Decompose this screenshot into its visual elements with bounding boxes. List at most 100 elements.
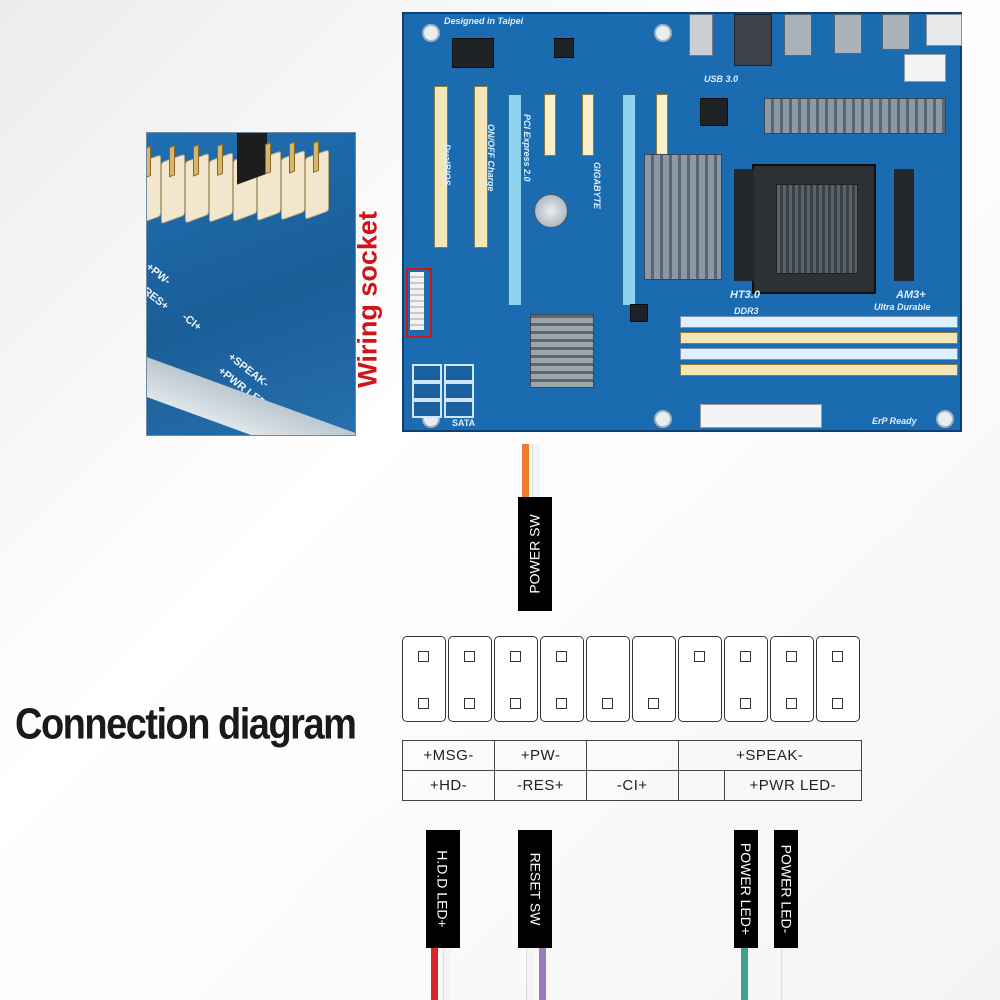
reset-sw-wire-purple <box>539 948 546 1000</box>
pin-column <box>770 636 814 722</box>
motherboard-image: Designed in Taipei USB 3.0 DualBIOS PCI … <box>402 12 962 432</box>
hdd-led-wire-white <box>443 948 451 1000</box>
pin-square <box>556 698 567 709</box>
header-closeup-image: +PW- -RES+ -CI+ +SPEAK- +PWR LED- <box>146 132 356 436</box>
pin-label-res: -RES+ <box>494 770 587 801</box>
pcie-x16-slot <box>622 94 636 306</box>
sata-port <box>412 400 442 418</box>
reset-sw-label: RESET SW <box>527 852 543 926</box>
cmos-battery <box>534 194 568 228</box>
pin-square <box>556 651 567 662</box>
io-port <box>882 14 910 50</box>
gigabyte-label: GIGABYTE <box>592 162 602 210</box>
socket-label: AM3+ <box>896 289 926 301</box>
sata-port <box>444 382 474 400</box>
dimm-slot <box>680 316 958 328</box>
pin-square <box>464 698 475 709</box>
wiring-socket-label: Wiring socket <box>352 211 383 388</box>
pin-square <box>648 698 659 709</box>
designed-in-label: Designed in Taipei <box>444 16 524 26</box>
pin-square <box>418 698 429 709</box>
pin-square <box>602 698 613 709</box>
cooler-bracket <box>734 169 754 281</box>
pin-square <box>464 651 475 662</box>
cooler-bracket <box>894 169 914 281</box>
pin-label-empty <box>585 740 679 771</box>
pcie-x1-slot <box>656 94 668 156</box>
pin-column <box>678 636 722 722</box>
pcie-x1-slot <box>544 94 556 156</box>
mount-hole <box>936 410 954 428</box>
pin-label-msg: +MSG- <box>401 740 496 771</box>
pin-column <box>586 636 630 722</box>
power-led-minus-connector: POWER LED- <box>774 830 798 948</box>
mount-hole <box>654 410 672 428</box>
pci-slot <box>434 86 448 248</box>
pin <box>289 141 295 174</box>
pin <box>169 145 175 178</box>
pin-square <box>694 651 705 662</box>
front-panel-pin-grid <box>402 636 862 722</box>
sata-port <box>444 364 474 382</box>
power-led-plus-label: POWER LED+ <box>738 842 755 936</box>
hdd-led-label: H.D.D LED+ <box>435 850 452 928</box>
pin-column <box>494 636 538 722</box>
io-port <box>834 14 862 54</box>
power-led-plus-connector: POWER LED+ <box>734 830 758 948</box>
sata-port <box>412 382 442 400</box>
ht-label: HT3.0 <box>730 289 760 301</box>
pin-assignment-table: +MSG- +PW- +SPEAK- +HD- -RES+ -CI+ +PWR … <box>401 740 863 801</box>
reset-sw-connector: RESET SW <box>518 830 552 948</box>
pin-label-hd: +HD- <box>401 770 496 801</box>
power-sw-wire-white <box>532 444 540 499</box>
pin-label-blank <box>677 770 725 801</box>
pin-table-row-bottom: +HD- -RES+ -CI+ +PWR LED- <box>401 770 863 801</box>
pin-column <box>632 636 676 722</box>
atx-24pin <box>700 404 822 428</box>
northbridge-heatsink <box>644 154 722 280</box>
pin-table-row-top: +MSG- +PW- +SPEAK- <box>401 740 863 771</box>
pin-square <box>740 698 751 709</box>
pin-square <box>832 698 843 709</box>
power-sw-connector: POWER SW <box>518 497 552 611</box>
pcie-label: PCI Express 2.0 <box>522 114 532 182</box>
power-led-minus-wire-white <box>781 948 789 1000</box>
io-port <box>734 14 772 66</box>
reset-sw-wire-white <box>526 948 534 1000</box>
pci-slot <box>474 86 488 248</box>
pin-square <box>786 698 797 709</box>
pin-square <box>740 651 751 662</box>
pin-square <box>510 698 521 709</box>
pcie-x16-slot <box>508 94 522 306</box>
pin <box>217 143 223 176</box>
sata-label: SATA <box>452 418 476 428</box>
pin-label-pw: +PW- <box>494 740 587 771</box>
erp-label: ErP Ready <box>872 416 917 426</box>
pin <box>147 145 151 179</box>
pin-column <box>540 636 584 722</box>
pin <box>193 144 199 177</box>
pin-square <box>786 651 797 662</box>
io-port <box>689 14 713 56</box>
power-connector-8pin <box>904 54 946 82</box>
dualbios-label: DualBIOS <box>442 144 452 186</box>
pin <box>265 142 271 175</box>
cpu-socket <box>776 184 858 274</box>
pin-column <box>724 636 768 722</box>
io-port <box>784 14 812 56</box>
pin-column <box>402 636 446 722</box>
pin-square <box>510 651 521 662</box>
pin-label-pwr-led: +PWR LED- <box>723 770 863 801</box>
usb3-label: USB 3.0 <box>704 74 739 84</box>
power-sw-wire-orange <box>522 444 529 499</box>
pin <box>313 140 319 173</box>
io-port <box>926 14 962 46</box>
sata-port <box>412 364 442 382</box>
dimm-slot <box>680 348 958 360</box>
pin-column <box>448 636 492 722</box>
power-led-plus-wire-green <box>741 948 748 1000</box>
chip <box>554 38 574 58</box>
ddr-label: DDR3 <box>734 306 759 316</box>
hdd-led-wire-red <box>431 948 438 1000</box>
vrm-heatsink <box>764 98 946 134</box>
